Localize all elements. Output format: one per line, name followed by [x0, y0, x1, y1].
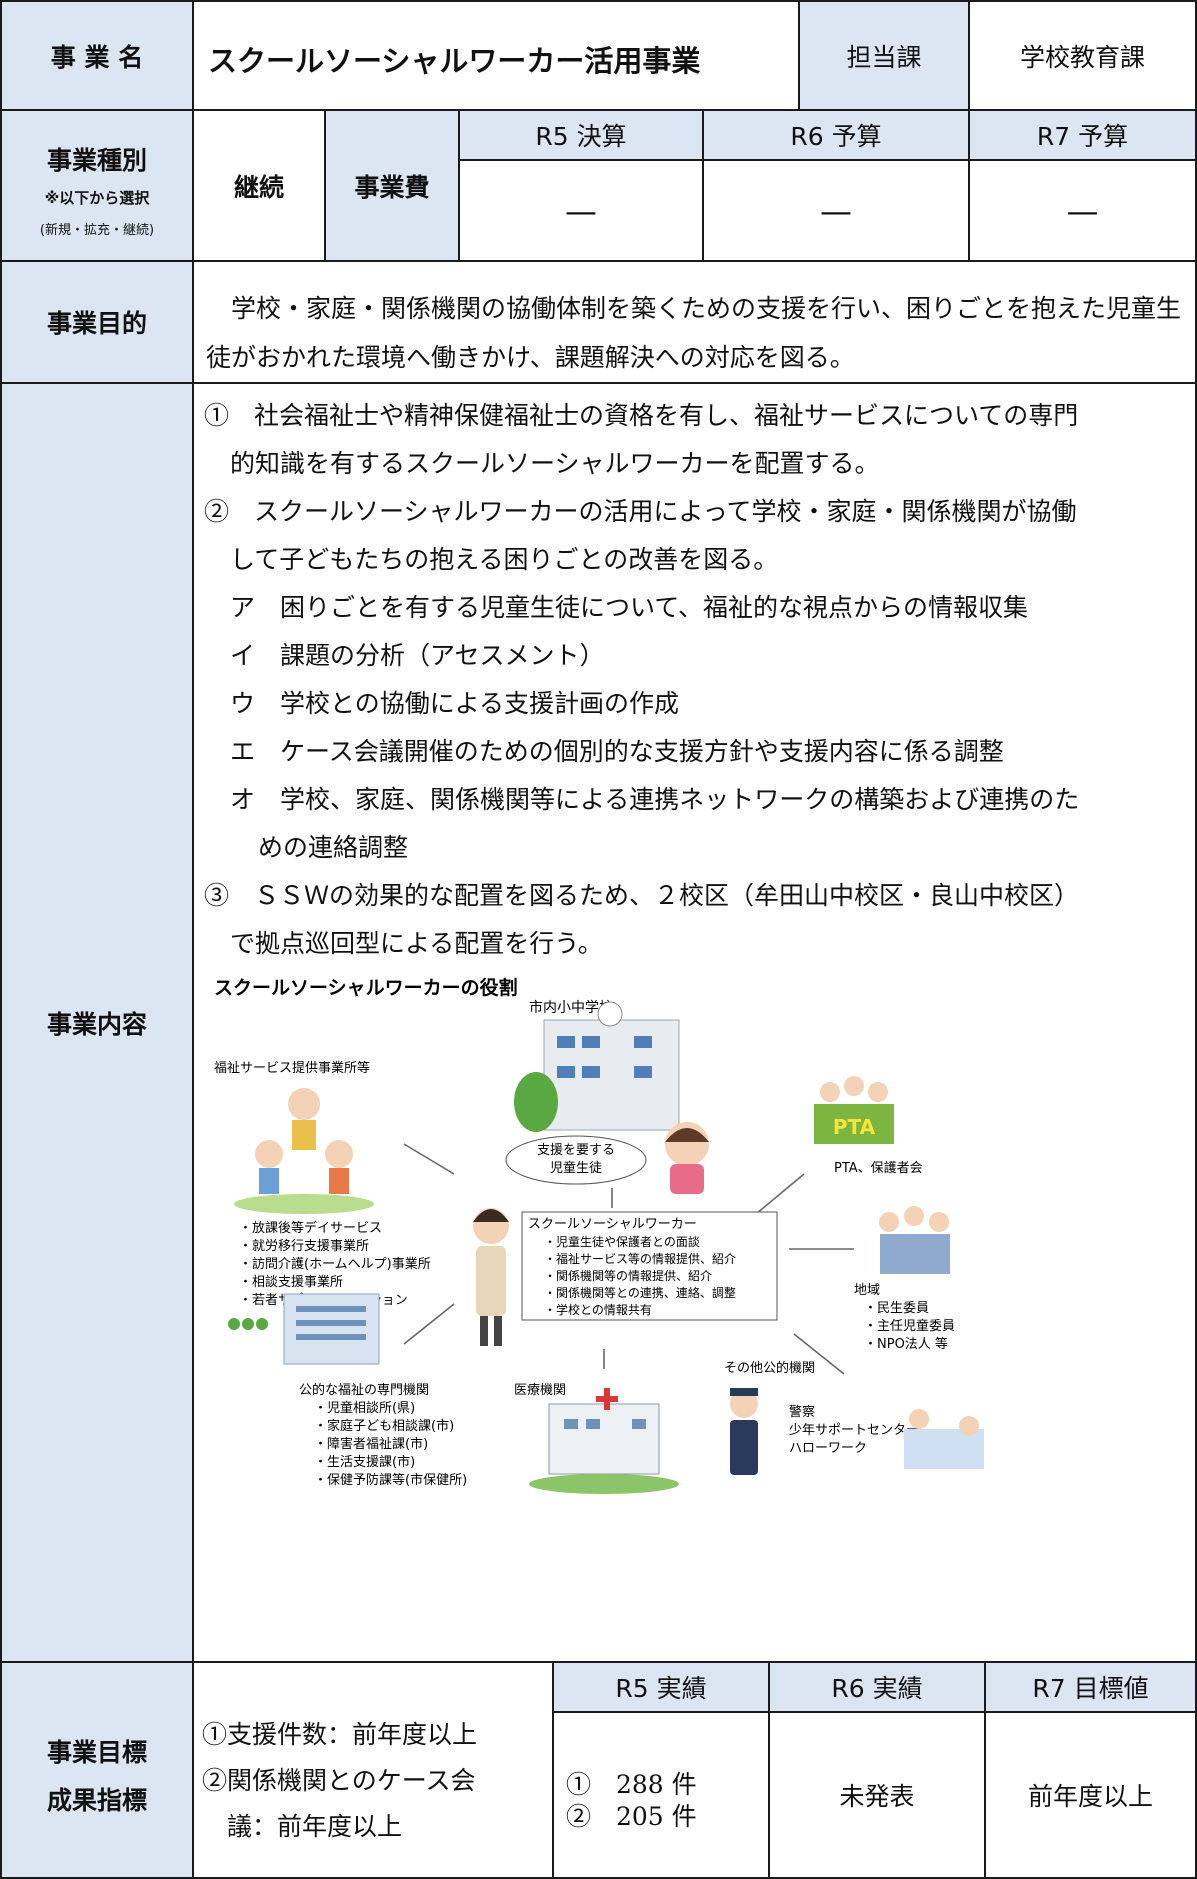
cost-header-r7: R7 予算 — [968, 109, 1197, 161]
goal-text-cell: ①支援件数：前年度以上 ②関係機関とのケース会 議：前年度以上 — [192, 1661, 554, 1879]
business-type-note: ※以下から選択 — [44, 189, 150, 207]
business-name-cell: スクールソーシャルワーカー活用事業 — [192, 0, 800, 111]
purpose-text: 学校・家庭・関係機関の協働体制を築くための支援を行い、困りごとを抱えた児童生徒が… — [206, 294, 1182, 372]
ssw-box-title: スクールソーシャルワーカー — [528, 1217, 697, 1232]
result-r5-line-2: ② 205 件 — [566, 1802, 697, 1831]
purpose-cell: 学校・家庭・関係機関の協働体制を築くための支援を行い、困りごとを抱えた児童生徒が… — [192, 260, 1197, 384]
content-line-12: で拠点巡回型による配置を行う。 — [230, 929, 603, 958]
arrow-public — [403, 1303, 455, 1345]
department-value: 学校教育課 — [968, 0, 1197, 111]
goal-line-2: ②関係機関とのケース会 — [202, 1766, 476, 1795]
business-name: スクールソーシャルワーカー活用事業 — [208, 44, 701, 78]
public-title: 公的な福祉の専門機関 — [299, 1382, 429, 1398]
label-indicator: 成果指標 — [46, 1786, 147, 1815]
police-officer-icon — [730, 1388, 758, 1475]
troubled-child-icon — [665, 1122, 709, 1194]
police-list: 警察 少年サポートセンター ハローワーク — [789, 1404, 923, 1456]
content-line-8: エ ケース会議開催のための個別的な支援方針や支援内容に係る調整 — [230, 737, 1004, 766]
label-cost: 事業費 — [324, 109, 460, 262]
cost-header-r6: R6 予算 — [702, 109, 970, 161]
goal-line-3: 議：前年度以上 — [202, 1812, 403, 1841]
label-content: 事業内容 — [0, 382, 194, 1663]
content-line-11: ③ ＳＳＷの効果的な配置を図るため、２校区（牟田山中校区・良山中校区） — [204, 881, 1080, 910]
label-goal-cell: 事業目標 成果指標 — [0, 1661, 194, 1879]
content-line-7: ウ 学校との協働による支援計画の作成 — [230, 689, 680, 718]
content-line-6: イ 課題の分析（アセスメント） — [230, 641, 605, 670]
diagram-title: スクールソーシャルワーカーの役割 — [214, 976, 518, 999]
counseling-desk-icon — [904, 1409, 984, 1469]
pta-sign: PTA — [833, 1115, 876, 1139]
label-purpose: 事業目的 — [0, 260, 194, 384]
community-people-icon — [879, 1206, 950, 1274]
welfare-title: 福祉サービス提供事業所等 — [214, 1060, 370, 1076]
region-list: ・民生委員 ・主任児童委員 ・NPO法人 等 — [864, 1301, 959, 1352]
cost-value-r5: — — [458, 159, 704, 262]
child-label-2: 児童生徒 — [550, 1160, 602, 1176]
region-title: 地域 — [854, 1283, 880, 1298]
result-header-r7: R7 目標値 — [984, 1661, 1197, 1713]
result-r5-line-1: ① 288 件 — [566, 1770, 697, 1799]
ssw-role-diagram: スクールソーシャルワーカーの役割 市内小中学校 支援を要する 児童生徒 福祉サー… — [214, 976, 984, 1494]
ssw-duties: ・児童生徒や保護者との面談 ・福祉サービス等の情報提供、紹介 ・関係機関等の情報… — [544, 1234, 740, 1317]
label-business-type: 事業種別 — [46, 146, 147, 175]
content-cell: ① 社会福祉士や精神保健福祉士の資格を有し、福祉サービスについての専門 的知識を… — [192, 382, 1197, 1663]
pta-group-icon — [814, 1076, 894, 1144]
content-line-3: ② スクールソーシャルワーカーの活用によって学校・家庭・関係機関が協働 — [204, 497, 1077, 526]
child-bubble — [505, 1135, 647, 1185]
label-department: 担当課 — [798, 0, 970, 111]
hospital-icon — [529, 1388, 679, 1494]
business-type-options: (新規・拡充・継続) — [39, 223, 155, 238]
business-type-value: 継続 — [192, 109, 326, 262]
school-label: 市内小中学校 — [529, 999, 613, 1016]
goal-line-1: ①支援件数：前年度以上 — [202, 1720, 478, 1749]
content-line-1: ① 社会福祉士や精神保健福祉士の資格を有し、福祉サービスについての専門 — [204, 401, 1079, 430]
ssw-box — [521, 1211, 778, 1321]
result-header-r5: R5 実績 — [552, 1661, 770, 1713]
arrow-welfare — [403, 1143, 455, 1175]
medical-label: 医療機関 — [514, 1383, 566, 1398]
child-label-1: 支援を要する — [537, 1143, 615, 1158]
result-r5-cell: ① 288 件 ② 205 件 — [552, 1711, 770, 1879]
other-public-label: その他公的機関 — [724, 1360, 815, 1376]
cost-value-r6: — — [702, 159, 970, 262]
content-line-9: オ 学校、家庭、関係機関等による連携ネットワークの構築および連携のた — [230, 785, 1080, 814]
school-building-icon: 市内小中学校 — [514, 999, 680, 1132]
ssw-person-icon — [473, 1208, 509, 1346]
pta-label: PTA、保護者会 — [834, 1160, 923, 1176]
cost-header-r5: R5 決算 — [458, 109, 704, 161]
content-line-2: 的知識を有するスクールソーシャルワーカーを配置する。 — [230, 449, 880, 478]
result-header-r6: R6 実績 — [768, 1661, 986, 1713]
arrow-other — [793, 1333, 845, 1375]
children-playing-icon — [234, 1088, 374, 1214]
content-line-10: めの連絡調整 — [258, 833, 409, 862]
cost-value-r7: — — [968, 159, 1197, 262]
public-list: ・児童相談所(県) ・家庭子ども相談課(市) ・障害者福祉課(市) ・生活支援課… — [314, 1400, 467, 1488]
result-r6-value: 未発表 — [768, 1711, 986, 1879]
office-building-icon — [228, 1293, 380, 1365]
result-r7-value: 前年度以上 — [984, 1711, 1197, 1879]
label-business-name: 事 業 名 — [0, 0, 194, 111]
label-business-type-cell: 事業種別 ※以下から選択 (新規・拡充・継続) — [0, 109, 194, 262]
label-goal: 事業目標 — [46, 1738, 147, 1767]
content-line-4: して子どもたちの抱える困りごとの改善を図る。 — [230, 545, 779, 574]
content-line-5: ア 困りごとを有する児童生徒について、福祉的な視点からの情報収集 — [230, 593, 1029, 622]
